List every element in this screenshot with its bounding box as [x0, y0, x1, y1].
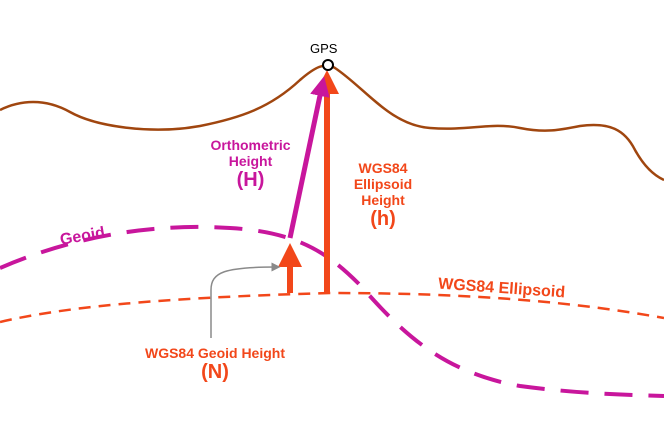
ellipsoid-height-symbol: (h) [370, 208, 396, 231]
gps-receiver-icon [322, 59, 334, 71]
orthometric-line1: Orthometric [210, 137, 291, 153]
ellipsoid-height-label: WGS84 Ellipsoid Height (h) [348, 160, 418, 231]
gps-label: GPS [310, 41, 338, 56]
geoid-height-line1: WGS84 Geoid Height [144, 345, 285, 361]
geoid-height-pointer [210, 262, 281, 338]
ellipsoid-height-line1: WGS84 [358, 160, 408, 176]
geoid-line [0, 224, 664, 398]
orthometric-line2: Height [228, 153, 273, 170]
terrain-line [0, 64, 664, 182]
orthometric-height-arrow [287, 76, 330, 239]
geoid-height-symbol: (N) [201, 361, 229, 384]
ellipsoid-height-line2: Ellipsoid [353, 176, 413, 193]
ellipsoid-height-line3: Height [361, 192, 405, 209]
geoid-height-label: WGS84 Geoid Height (N) [120, 345, 310, 384]
orthometric-height-label: Orthometric Height (H) [198, 137, 303, 192]
orthometric-symbol: (H) [236, 169, 265, 192]
